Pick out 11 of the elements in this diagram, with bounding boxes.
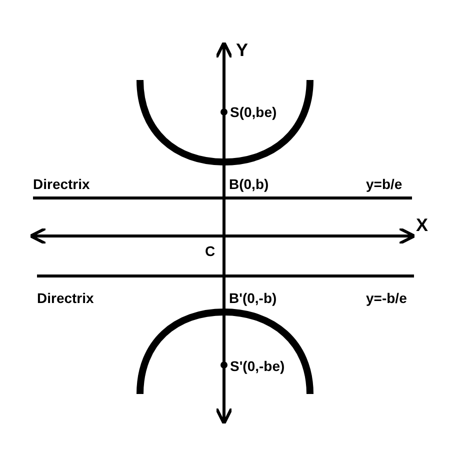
axis-label: X bbox=[416, 217, 428, 233]
origin-label: C bbox=[205, 243, 216, 259]
point-label: B(0,b) bbox=[229, 176, 269, 192]
directrix-label: Directrix bbox=[37, 290, 94, 306]
equation-label: y=b/e bbox=[366, 176, 402, 192]
point-label: B'(0,-b) bbox=[229, 290, 277, 306]
directrix-label: Directrix bbox=[33, 176, 90, 192]
point-label: S(0,be) bbox=[230, 104, 277, 120]
equation-label: y=-b/e bbox=[366, 290, 407, 306]
point-label: S'(0,-be) bbox=[230, 358, 285, 374]
axis-label: Y bbox=[236, 42, 248, 58]
